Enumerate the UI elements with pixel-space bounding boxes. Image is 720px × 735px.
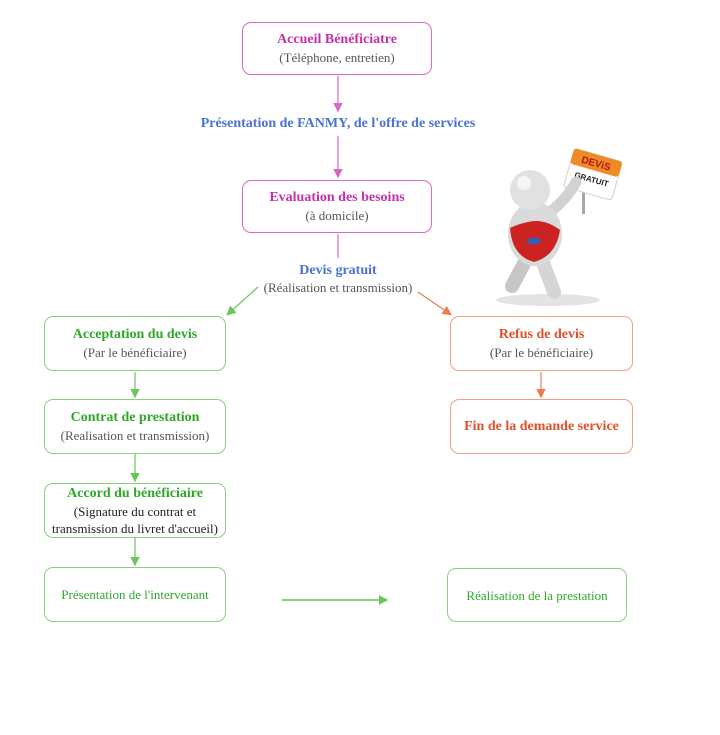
node-subtitle: (Realisation et transmission) [60,428,210,443]
node-realisation: Réalisation de la prestation [447,568,627,622]
node-subtitle-line1: (Signature du contrat et [73,503,197,519]
node-acceptation: Acceptation du devis (Par le bénéficiair… [44,316,226,371]
devis-gratuit-figure-illustration: DEViS GRATUIT [496,148,623,306]
arrow-devis-refus [417,291,452,316]
node-contrat: Contrat de prestation (Realisation et tr… [44,399,226,454]
node-subtitle-line2: transmission du livret d'accueil) [52,520,218,536]
arrow-devis-acceptation [226,286,259,316]
node-evaluation: Evaluation des besoins (à domicile) [242,180,432,233]
right-leg [535,253,561,299]
node-accord: Accord du bénéficiaire (Signature du con… [44,483,226,538]
left-leg [505,253,533,293]
node-subtitle: (à domicile) [305,208,369,223]
head-highlight [517,176,531,190]
node-title: Accueil Bénéficiatre [277,32,397,47]
node-title: Acceptation du devis [72,327,198,342]
node-subtitle: (Par le bénéficiaire) [489,345,594,360]
eye-logo [527,237,541,245]
node-title: Accord du bénéficiaire [67,485,203,501]
label-devis-gratuit: Devis gratuit (Réalisation et transmissi… [238,263,438,296]
node-subtitle: (Par le bénéficiaire) [83,345,187,360]
node-title: Réalisation de la prestation [466,587,608,603]
node-title: Contrat de prestation [70,410,200,425]
node-accueil: Accueil Bénéficiatre (Téléphone, entreti… [242,22,432,75]
node-title: Fin de la demande service [464,418,619,434]
node-presentation-intervenant: Présentation de l'intervenant [44,567,226,622]
sign-stick [582,184,585,214]
raised-arm [544,176,582,218]
node-subtitle: (Téléphone, entretien) [279,50,395,65]
node-fin: Fin de la demande service [450,399,633,454]
node-title: Présentation de l'intervenant [61,587,209,602]
node-title: Devis gratuit [299,263,377,278]
node-subtitle: (Réalisation et transmission) [263,280,413,295]
node-refus: Refus de devis (Par le bénéficiaire) [450,316,633,371]
figure-head [510,170,550,210]
node-title: Evaluation des besoins [269,190,405,205]
figure-shadow [496,294,600,306]
node-title: Refus de devis [498,327,585,342]
label-presentation-fanmy: Présentation de FANMY, de l'offre de ser… [200,116,476,131]
